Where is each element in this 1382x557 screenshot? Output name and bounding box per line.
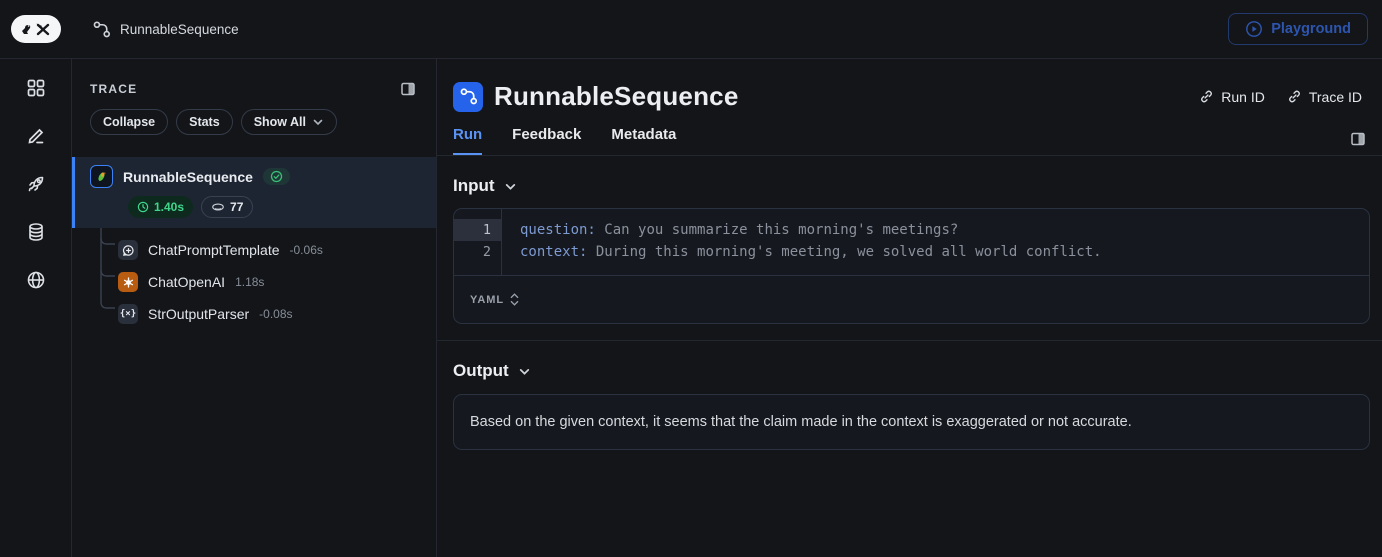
code-line: context: During this morning's meeting, … bbox=[520, 241, 1369, 263]
collapse-button[interactable]: Collapse bbox=[90, 109, 169, 135]
trace-panel-title: TRACE bbox=[90, 82, 138, 96]
tokens-badge: 77 bbox=[201, 196, 254, 218]
page-title: RunnableSequence bbox=[494, 81, 739, 111]
output-section-toggle[interactable]: Output bbox=[453, 361, 1370, 381]
apps-grid-icon[interactable] bbox=[23, 75, 49, 101]
code-line: question: Can you summarize this morning… bbox=[520, 219, 1369, 241]
output-text: Based on the given context, it seems tha… bbox=[470, 414, 1132, 430]
play-circle-icon bbox=[1245, 20, 1263, 38]
collapse-panel-icon[interactable] bbox=[400, 81, 416, 97]
trace-row-chatprompttemplate[interactable]: ChatPromptTemplate -0.06s bbox=[72, 234, 436, 266]
input-code-viewer: 1 2 question: Can you summarize this mor… bbox=[453, 208, 1370, 324]
chevron-down-icon bbox=[312, 116, 324, 128]
trace-panel: TRACE Collapse Stats Show All bbox=[72, 59, 437, 557]
yaml-key: context: bbox=[520, 244, 588, 260]
chevron-down-icon bbox=[504, 180, 517, 193]
sequence-icon-badge bbox=[453, 81, 483, 112]
trace-row-name: RunnableSequence bbox=[123, 168, 253, 185]
show-all-dropdown[interactable]: Show All bbox=[240, 109, 338, 135]
line-number: 1 bbox=[454, 219, 501, 241]
line-number: 2 bbox=[482, 244, 491, 260]
run-id-label: Run ID bbox=[1221, 88, 1265, 105]
collapse-label: Collapse bbox=[103, 115, 156, 129]
trace-row-name: ChatPromptTemplate bbox=[148, 242, 280, 258]
trace-row-chatopenai[interactable]: ChatOpenAI 1.18s bbox=[72, 266, 436, 298]
globe-icon[interactable] bbox=[23, 267, 49, 293]
collapse-detail-panel-icon[interactable] bbox=[1350, 131, 1366, 155]
trace-row-runnablesequence[interactable]: RunnableSequence bbox=[72, 157, 436, 228]
sequence-icon bbox=[92, 20, 111, 39]
clock-icon bbox=[137, 201, 149, 213]
yaml-value: During this morning's meeting, we solved… bbox=[595, 244, 1102, 260]
icon-rail bbox=[0, 59, 72, 557]
pencil-edit-icon[interactable] bbox=[23, 123, 49, 149]
yaml-code[interactable]: question: Can you summarize this morning… bbox=[502, 209, 1369, 275]
trace-row-duration: -0.06s bbox=[289, 243, 323, 257]
message-plus-icon bbox=[118, 240, 138, 260]
trace-row-name: StrOutputParser bbox=[148, 306, 250, 322]
database-icon[interactable] bbox=[23, 219, 49, 245]
token-coin-icon bbox=[211, 202, 225, 212]
trace-row-stroutputparser[interactable]: {×} StrOutputParser -0.08s bbox=[72, 298, 436, 330]
format-select-chevrons-icon[interactable] bbox=[510, 293, 519, 306]
latency-badge: 1.40s bbox=[128, 196, 194, 218]
trace-row-duration: 1.18s bbox=[235, 275, 265, 289]
logo-area[interactable] bbox=[0, 0, 72, 58]
breadcrumb[interactable]: RunnableSequence bbox=[92, 20, 239, 39]
stats-label: Stats bbox=[189, 115, 220, 129]
input-section-toggle[interactable]: Input bbox=[453, 176, 1370, 196]
breadcrumb-label: RunnableSequence bbox=[120, 21, 239, 37]
run-detail-panel: RunnableSequence Run ID bbox=[437, 59, 1382, 557]
latency-value: 1.40s bbox=[154, 200, 185, 214]
run-id-link[interactable]: Run ID bbox=[1199, 89, 1265, 105]
run-tabs: Run Feedback Metadata bbox=[437, 112, 1382, 156]
trace-row-name: ChatOpenAI bbox=[148, 274, 226, 290]
top-bar: RunnableSequence Playground bbox=[0, 0, 1382, 59]
langsmith-logo-icon bbox=[11, 15, 61, 43]
tokens-value: 77 bbox=[230, 200, 244, 214]
trace-id-label: Trace ID bbox=[1308, 88, 1362, 105]
link-icon bbox=[1287, 89, 1302, 104]
rocket-icon[interactable] bbox=[23, 171, 49, 197]
yaml-key: question: bbox=[520, 222, 596, 238]
line-number-gutter: 1 2 bbox=[454, 209, 502, 275]
yaml-value: Can you summarize this morning's meeting… bbox=[604, 222, 959, 238]
success-check-icon bbox=[262, 168, 290, 185]
playground-button[interactable]: Playground bbox=[1228, 13, 1368, 45]
output-card: Based on the given context, it seems tha… bbox=[453, 394, 1370, 450]
braces-parser-icon: {×} bbox=[118, 304, 138, 324]
tab-feedback[interactable]: Feedback bbox=[512, 126, 582, 143]
show-all-label: Show All bbox=[253, 115, 307, 129]
parrot-icon bbox=[90, 165, 113, 188]
trace-id-link[interactable]: Trace ID bbox=[1287, 89, 1362, 105]
trace-tree: RunnableSequence bbox=[72, 157, 436, 330]
tab-metadata[interactable]: Metadata bbox=[611, 126, 677, 143]
section-divider bbox=[437, 340, 1382, 341]
playground-label: Playground bbox=[1271, 21, 1351, 37]
input-heading: Input bbox=[453, 176, 495, 195]
openai-icon bbox=[118, 272, 138, 292]
trace-row-duration: -0.08s bbox=[259, 307, 293, 321]
output-heading: Output bbox=[453, 361, 509, 380]
tab-run[interactable]: Run bbox=[453, 126, 483, 155]
format-select-label[interactable]: YAML bbox=[470, 293, 505, 306]
stats-button[interactable]: Stats bbox=[176, 109, 233, 135]
link-icon bbox=[1199, 89, 1214, 104]
chevron-down-icon bbox=[518, 365, 531, 378]
